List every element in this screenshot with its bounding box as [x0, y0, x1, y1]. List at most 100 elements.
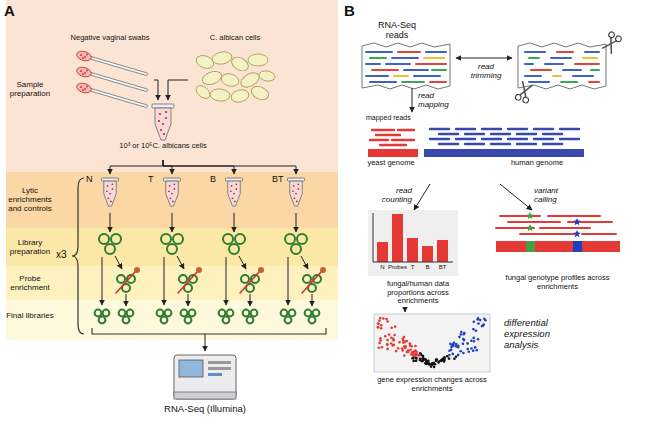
library-column: [196, 267, 202, 273]
volcano-plot: [381, 346, 384, 349]
library-column: [296, 213, 297, 232]
library-column: [297, 183, 299, 185]
trimmed-reads: [608, 31, 616, 39]
stage-label: Final libraries: [6, 311, 54, 320]
sequencer-illustration: [174, 355, 236, 399]
volcano-plot: [386, 343, 389, 346]
library-column: [109, 193, 111, 195]
library-column: [291, 244, 301, 254]
library-column: [188, 294, 189, 306]
swab-illustration: [86, 86, 88, 88]
yeast-cells: [211, 50, 233, 65]
volcano-plot: [443, 356, 446, 359]
mapped-reads: [372, 129, 394, 131]
volcano-plot: [404, 345, 407, 348]
volcano-plot: [472, 349, 475, 352]
volcano-plot: [475, 349, 478, 352]
trimmed-reads: [515, 31, 623, 104]
library-column: [235, 183, 237, 185]
variant-profile: [526, 241, 535, 252]
library-column: [287, 178, 304, 181]
volcano-plot: [473, 321, 476, 324]
volcano-plot: [455, 345, 458, 348]
volcano-plot: [462, 342, 465, 345]
volcano-plot: [392, 338, 395, 341]
variant-profile: [526, 212, 534, 219]
library-column: [161, 317, 168, 324]
library-column: [166, 181, 178, 206]
axis-label: BT: [433, 264, 453, 271]
volcano-plot: [380, 327, 383, 330]
mapped-reads: [456, 138, 475, 140]
mapped-reads: [465, 133, 484, 135]
sample-tube: [152, 104, 174, 140]
volcano-plot: [407, 349, 410, 352]
volcano-plot: [452, 353, 455, 356]
library-column: [288, 257, 289, 305]
volcano-plot: [393, 334, 396, 337]
volcano-plot: [463, 339, 466, 342]
sequencer: RNA-Seq (Illumina): [150, 352, 260, 422]
library-column: [102, 257, 103, 305]
volcano-plot: [457, 354, 460, 357]
volcano-plot: [382, 317, 385, 320]
library-column: [229, 244, 239, 254]
trimmed-reads: [515, 94, 522, 101]
volcano-plot: [449, 343, 452, 346]
genome-mapping: mapped readsyeast genomehuman genome: [362, 112, 590, 184]
library-column: [290, 181, 302, 206]
trim-arrow: [456, 58, 512, 59]
mapped-reads: [456, 128, 475, 130]
enrichment-tube: BT: [272, 174, 320, 212]
library-column: [309, 317, 316, 324]
volcano-plot: [407, 350, 410, 353]
volcano-plot: [398, 341, 401, 344]
volcano-plot: [393, 343, 396, 346]
volcano-plot: [415, 357, 418, 360]
volcano-plot: [436, 358, 439, 361]
volcano-plot: [422, 358, 425, 361]
volcano-plot: [411, 351, 414, 354]
mapped-reads: [439, 143, 458, 145]
replicate-brace: [72, 178, 84, 334]
library-column: [168, 190, 170, 192]
yeast-cells: [229, 54, 251, 73]
edge-label: read mapping: [418, 91, 458, 109]
trimmed-reads: [557, 51, 573, 53]
swab-illustration: [88, 89, 146, 106]
volcano-plot: [457, 345, 460, 348]
library-column: [297, 188, 299, 190]
library-column: [294, 197, 296, 199]
library-column: [173, 188, 175, 190]
variant-profile: [582, 233, 616, 235]
volcano-plot: [403, 354, 406, 357]
raw-reads: [392, 57, 418, 59]
yeast-cells: [249, 84, 270, 102]
mapped-reads: [543, 133, 562, 135]
library-column: [169, 185, 171, 187]
raw-reads: [366, 63, 380, 65]
volcano-plot: [466, 348, 469, 351]
volcano-plot: [386, 320, 389, 323]
raw-reads: [398, 51, 420, 53]
volcano-plot: [472, 337, 475, 340]
volcano-plot: [460, 331, 463, 334]
mapped-reads: [491, 133, 510, 135]
sample-tube: [162, 123, 164, 125]
yeast-cells: [194, 53, 215, 70]
variant-profile: [540, 227, 590, 229]
bar-chart: [368, 210, 458, 276]
tube-label: BT: [272, 174, 286, 184]
sample-tube: [165, 117, 167, 119]
sample-tube: [152, 104, 174, 108]
mapped-reads: [439, 133, 458, 135]
flow-arrow: [154, 80, 158, 100]
raw-reads: [370, 57, 386, 59]
volcano-plot: [427, 360, 430, 363]
stage-band: [6, 300, 338, 340]
sample-tube: [155, 108, 171, 140]
volcano-plot: [418, 354, 421, 357]
flow-arrow: [163, 160, 172, 174]
panel-letter: B: [344, 2, 362, 19]
variant-profile: [508, 221, 560, 223]
